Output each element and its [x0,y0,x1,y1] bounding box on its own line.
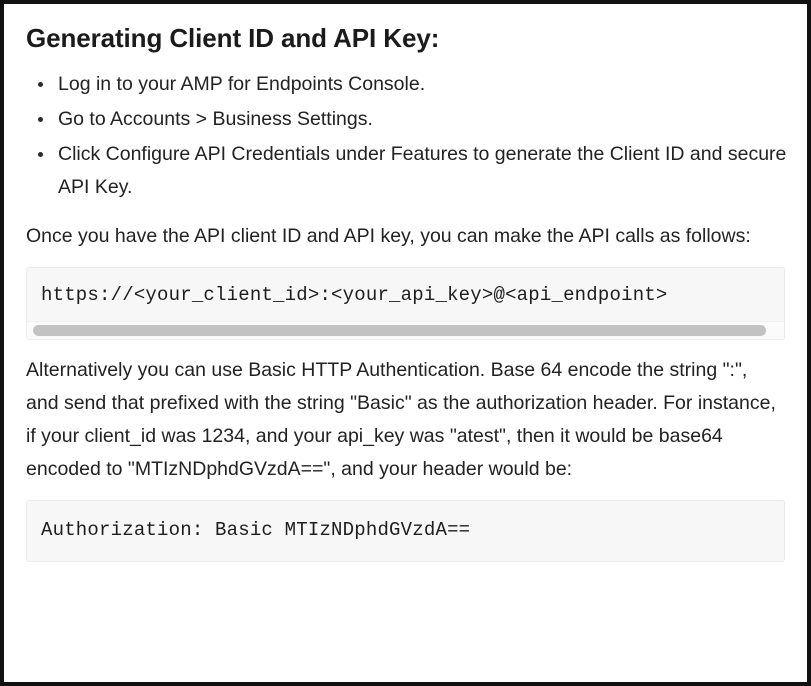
code-text-url: https://<your_client_id>:<your_api_key>@… [41,283,668,306]
intro-paragraph: Once you have the API client ID and API … [26,224,751,247]
instruction-list: Log in to your AMP for Endpoints Console… [22,68,789,204]
list-item-text: Go to Accounts > Business Settings. [58,107,373,130]
code-horizontal-scrollbar[interactable] [27,320,784,339]
list-item-text: Click Configure API Credentials under Fe… [58,142,787,198]
list-item-text: Log in to your AMP for Endpoints Console… [58,72,426,95]
bullet-icon [38,151,43,157]
scrollbar-thumb[interactable] [33,324,767,336]
page-title: Generating Client ID and API Key: [26,23,440,53]
list-item: Go to Accounts > Business Settings. [26,103,789,136]
list-item: Click Configure API Credentials under Fe… [26,138,789,204]
bullet-icon [38,81,43,87]
list-item: Log in to your AMP for Endpoints Console… [26,68,789,101]
bullet-icon [38,116,43,122]
basic-auth-paragraph: Alternatively you can use Basic HTTP Aut… [26,358,776,480]
document-content: Generating Client ID and API Key: Log in… [4,4,807,563]
code-block-url: https://<your_client_id>:<your_api_key>@… [26,266,785,340]
code-block-authorization: Authorization: Basic MTIzNDphdGVzdA== [26,499,785,563]
code-text-authorization: Authorization: Basic MTIzNDphdGVzdA== [41,518,471,541]
